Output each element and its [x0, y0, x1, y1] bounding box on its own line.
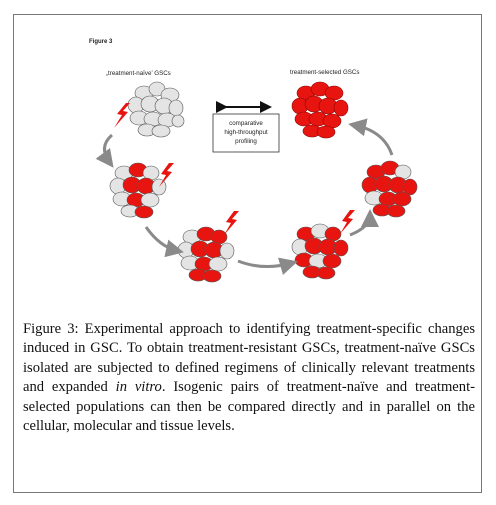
selected-population-label: treatment-selected GSCs	[290, 69, 359, 76]
cycle-arrow	[349, 209, 379, 237]
caption-italic: in vitro	[115, 379, 162, 396]
box-line-1: comparative	[229, 120, 263, 127]
lightning-bolt-icon	[340, 210, 355, 234]
cycle-arrow	[95, 133, 114, 168]
figure-caption: Figure 3: Experimental approach to ident…	[23, 320, 475, 436]
mixed-cluster-bottom-left	[177, 226, 235, 283]
caption-text-part1: Experimental approach to identifying tre…	[23, 321, 475, 396]
mixed-cluster-bottom-right	[291, 223, 349, 280]
naive-cell-cluster	[127, 81, 185, 138]
mixed-cluster-left	[109, 162, 167, 219]
box-line-3: profiling	[235, 138, 257, 145]
cycle-arrow	[348, 118, 394, 156]
selected-cell-cluster	[291, 81, 349, 139]
figure-frame	[13, 14, 482, 493]
profiling-box: comparative high-throughput profiling	[212, 113, 280, 153]
caption-text-part2: . Isogenic pairs of treatment-naïve and …	[23, 379, 475, 435]
lightning-bolt-icon	[114, 103, 130, 128]
cycle-arrow	[144, 226, 184, 258]
figure-diagram: Figure 3 „treatment-naïve’ GSCs treatmen…	[14, 15, 481, 315]
box-line-2: high-throughput	[224, 129, 268, 136]
mixed-cluster-right	[361, 160, 418, 218]
lightning-bolt-icon	[224, 211, 239, 235]
figure-small-label: Figure 3	[89, 39, 113, 45]
caption-title: Figure 3:	[23, 321, 79, 337]
naive-population-label: „treatment-naïve’ GSCs	[106, 70, 171, 77]
cycle-arrow	[237, 257, 298, 275]
lightning-bolt-icon	[159, 163, 174, 187]
